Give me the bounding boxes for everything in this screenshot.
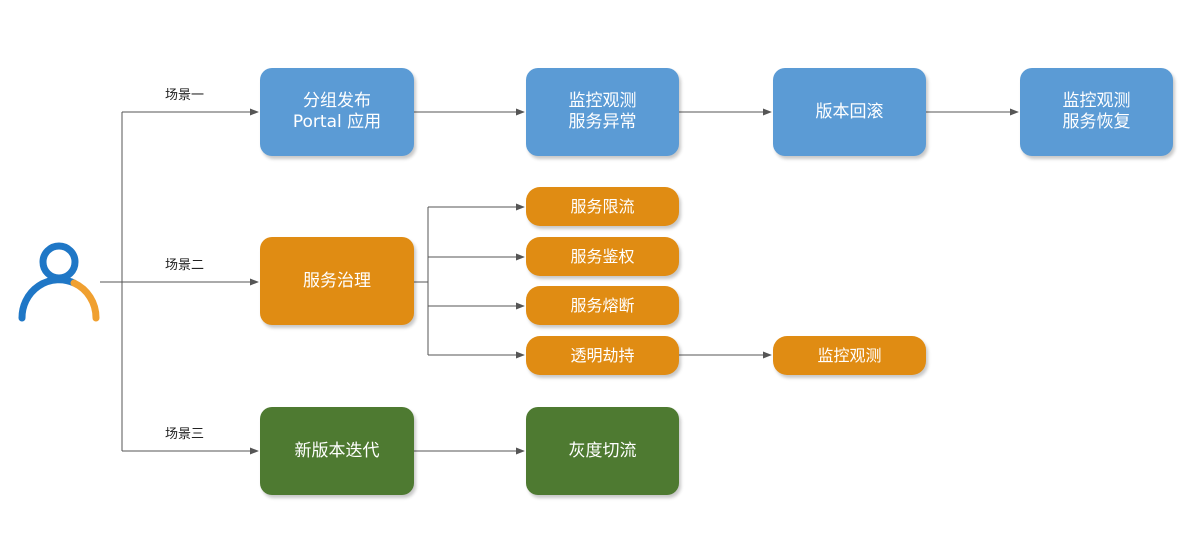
scenario-1-label: 场景一 bbox=[165, 88, 205, 103]
node-monitor-recovery: 监控观测 服务恢复 bbox=[1020, 68, 1173, 156]
node-group-release-line2: Portal 应用 bbox=[292, 112, 382, 132]
node-monitor-exception: 监控观测 服务异常 bbox=[526, 68, 679, 156]
node-monitor: 监控观测 bbox=[773, 336, 926, 375]
node-monitor-exception-line1: 监控观测 bbox=[568, 91, 637, 111]
node-circuit-break-line1: 服务熔断 bbox=[570, 296, 635, 315]
node-version-rollback: 版本回滚 bbox=[773, 68, 926, 156]
node-transparent-hijack-line1: 透明劫持 bbox=[570, 346, 635, 365]
node-gray-switch-line1: 灰度切流 bbox=[568, 440, 637, 461]
node-service-governance: 服务治理 bbox=[260, 237, 414, 325]
node-monitor-recovery-line1: 监控观测 bbox=[1062, 91, 1131, 111]
node-version-rollback-line1: 版本回滚 bbox=[815, 101, 884, 122]
node-service-governance-line1: 服务治理 bbox=[303, 270, 371, 291]
node-monitor-recovery-line2: 服务恢复 bbox=[1062, 112, 1131, 132]
node-new-version: 新版本迭代 bbox=[260, 407, 414, 495]
user-icon bbox=[18, 242, 100, 322]
node-monitor-exception-line2: 服务异常 bbox=[568, 112, 637, 132]
node-group-release-line1: 分组发布 bbox=[303, 91, 371, 111]
node-transparent-hijack: 透明劫持 bbox=[526, 336, 679, 375]
node-monitor-line1: 监控观测 bbox=[817, 346, 882, 365]
scenario-3-label: 场景三 bbox=[165, 427, 205, 442]
node-new-version-line1: 新版本迭代 bbox=[294, 440, 380, 461]
node-auth-line1: 服务鉴权 bbox=[570, 247, 635, 266]
node-rate-limit: 服务限流 bbox=[526, 187, 679, 226]
scenario-2-label: 场景二 bbox=[165, 258, 205, 273]
node-gray-switch: 灰度切流 bbox=[526, 407, 679, 495]
node-circuit-break: 服务熔断 bbox=[526, 286, 679, 325]
node-rate-limit-line1: 服务限流 bbox=[570, 197, 635, 216]
node-group-release: 分组发布 Portal 应用 bbox=[260, 68, 414, 156]
node-auth: 服务鉴权 bbox=[526, 237, 679, 276]
